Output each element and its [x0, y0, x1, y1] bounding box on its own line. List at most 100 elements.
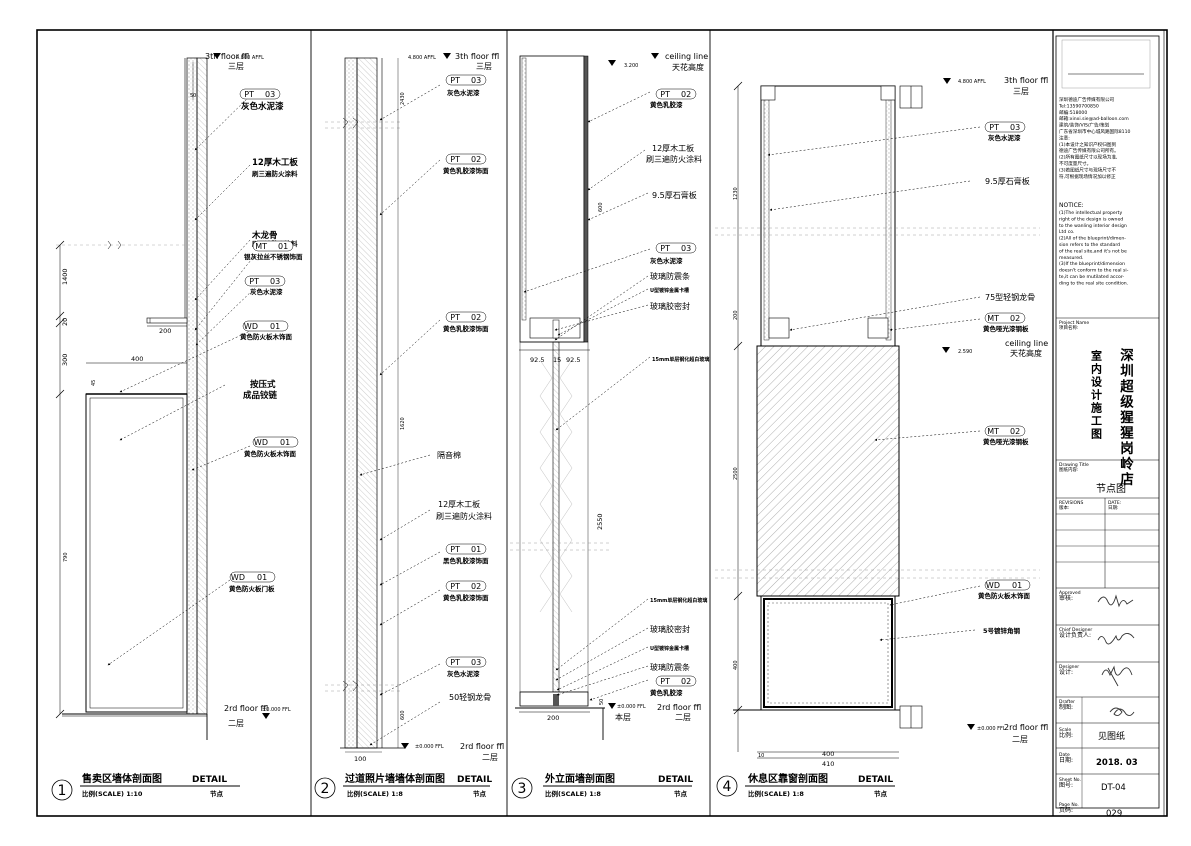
svg-text:PT: PT [660, 244, 670, 253]
svg-text:黄色防火板木饰面: 黄色防火板木饰面 [240, 332, 293, 341]
p3-dim-2550: 2550 [596, 513, 604, 530]
company-line-2: 邮编:518000 [1059, 109, 1087, 116]
p3-callout-9: 15mm单层钢化超白玻璃 [652, 356, 709, 363]
title-block [1055, 35, 1160, 809]
svg-text:02: 02 [1010, 314, 1020, 323]
p4-callout-2: 9.5厚石膏板 [985, 176, 1030, 186]
p1-scale: 比例(SCALE) 1:10 [82, 789, 143, 798]
p4-callout-1: PT 03 灰色水泥漆 [984, 121, 1026, 142]
level-marker-icon [213, 53, 221, 59]
p1-bottom-level: 2rd floor ffl [224, 704, 268, 713]
page-no-label: Page No. 页码: [1059, 802, 1080, 814]
date-label: DATE: 日期: [1108, 500, 1123, 511]
p2-dim-600: 600 [400, 710, 406, 720]
svg-text:黄色乳胶漆: 黄色乳胶漆 [650, 688, 683, 697]
svg-text:1: 1 [58, 783, 67, 799]
notice-line-3: Ltd co. [1059, 229, 1074, 235]
p2-bottom-floor: 二层 [482, 753, 498, 762]
project-name-right: 深圳超级猩猩岗岭店 [1117, 347, 1135, 488]
p3-node: 节点 [674, 789, 688, 798]
svg-text:02: 02 [471, 313, 481, 322]
p1-callout-7: PT 03 灰色水泥漆 [244, 275, 286, 296]
outer-frame [36, 29, 1168, 817]
p3-callout-6: 玻璃防震条 [650, 271, 690, 281]
svg-text:2: 2 [321, 781, 330, 797]
p3-dim-600: 600 [598, 202, 604, 212]
company-line-9: (2)所有图纸尺寸以现场为准, [1059, 154, 1118, 161]
notice-line-2: to the wanling interior design [1059, 223, 1127, 229]
svg-text:03: 03 [1010, 123, 1020, 132]
company-line-0: 深圳德迪广告传媒有限公司 [1059, 96, 1115, 103]
p3-callout-2: 12厚木工板 [652, 143, 694, 153]
svg-text:灰色水泥漆: 灰色水泥漆 [650, 256, 683, 265]
p4-dim-2500: 2500 [733, 467, 739, 480]
p3-bottom-level: 2rd floor ffl [657, 703, 701, 712]
drawing-title: 节点图 [1096, 483, 1126, 495]
company-line-5: 广东省深圳市中心城风路国际8110 [1059, 128, 1130, 135]
svg-text:黄色乳胶漆饰面: 黄色乳胶漆饰面 [443, 593, 489, 602]
svg-text:4: 4 [723, 779, 732, 795]
p2-callout-3: PT 02 黄色乳胶漆饰面 [443, 311, 489, 333]
p3-dim-92-5a: 92.5 [530, 356, 544, 364]
project-name-label: Project Name 项目名称: [1059, 320, 1091, 331]
p3-callout-14: PT 02 黄色乳胶漆 [650, 675, 697, 697]
svg-text:PT: PT [450, 155, 460, 164]
p4-scale: 比例(SCALE) 1:8 [748, 789, 804, 798]
p4-bottom-level: 2rd floor ffl [1004, 723, 1048, 732]
company-line-8: 德迪广告传媒有限公司所有。 [1059, 147, 1119, 154]
svg-text:灰色水泥漆: 灰色水泥漆 [250, 287, 283, 296]
p2-callout-10: 50轻钢龙骨 [449, 692, 491, 702]
p2-bottom-elev: ±0.000 FFL [415, 744, 444, 750]
p3-bottom-floor: 二层 [675, 713, 691, 722]
notice-line-11: ding to the real site condition. [1059, 280, 1128, 286]
notice-line-5: sion refers to the standard [1059, 242, 1120, 248]
notice-title: NOTICE: [1059, 202, 1084, 209]
p3-top-floor: 天花高度 [672, 62, 704, 72]
p3-callout-10: 15mm单层钢化超白玻璃 [650, 597, 707, 604]
p3-callout-13: 玻璃防震条 [650, 662, 690, 672]
p1-callout-8: WD 01 黄色防火板木饰面 [240, 320, 293, 341]
p4-top-floor: 三层 [1013, 87, 1029, 96]
level-marker-icon [608, 703, 616, 709]
level-marker-icon [943, 78, 951, 84]
company-line-3: 邮箱:xinxi.sie@ad-balloon.com [1059, 115, 1129, 122]
svg-text:PT: PT [244, 90, 254, 99]
p1-dim-1400: 1400 [61, 268, 69, 285]
p2-title: 过道照片墙墙体剖面图 [345, 772, 445, 785]
p4-dim-400: 400 [733, 660, 739, 670]
p2-detail: DETAIL [457, 775, 492, 785]
chief-designer-label: Chief Designer 设计负责人: [1059, 627, 1094, 639]
p4-dim-400b: 400 [822, 750, 834, 758]
date-label-2: Date 日期: [1059, 752, 1073, 764]
p4-mid-elev: 2.590 [958, 349, 972, 355]
p4-mid-floor: 天花高度 [1010, 348, 1042, 358]
p3-callout-12: U型镀锌金属卡槽 [650, 645, 689, 652]
p4-top-level: 3th floor ffl [1004, 76, 1048, 85]
svg-text:MT: MT [987, 314, 999, 323]
level-marker-icon [443, 53, 451, 59]
sheet-no-value: DT-04 [1101, 783, 1126, 793]
p4-callout-6: WD 01 黄色防火板木饰面 [978, 579, 1031, 600]
p2-dim-100: 100 [354, 755, 366, 763]
svg-text:PT: PT [989, 123, 999, 132]
project-name-label-cn: 项目名称: [1059, 324, 1079, 331]
p2-top-level: 3th floor ffl [455, 52, 499, 61]
p4-bottom-elev: ±0.000 FFL [977, 726, 1006, 732]
p4-dim-10: 10 [758, 753, 764, 759]
p4-detail: DETAIL [858, 775, 893, 785]
p2-scale: 比例(SCALE) 1:8 [347, 789, 403, 798]
p1-callout-9: 按压式 [250, 379, 276, 390]
p2-callout-2: PT 02 黄色乳胶漆饰面 [443, 153, 489, 175]
p2-callout-8: PT 02 黄色乳胶漆饰面 [443, 580, 489, 602]
svg-text:WD: WD [254, 438, 268, 447]
level-marker-icon [942, 347, 950, 353]
p1-top-floor: 三层 [228, 62, 244, 71]
p3-callout-5: PT 03 灰色水泥漆 [650, 242, 697, 265]
approved-label: Approved 审核: [1059, 590, 1082, 602]
notice-line-0: (1)The intellectual property [1059, 210, 1122, 216]
svg-text:黑色乳胶漆饰面: 黑色乳胶漆饰面 [443, 556, 489, 565]
svg-text:MT: MT [255, 242, 267, 251]
level-marker-icon [262, 713, 270, 719]
